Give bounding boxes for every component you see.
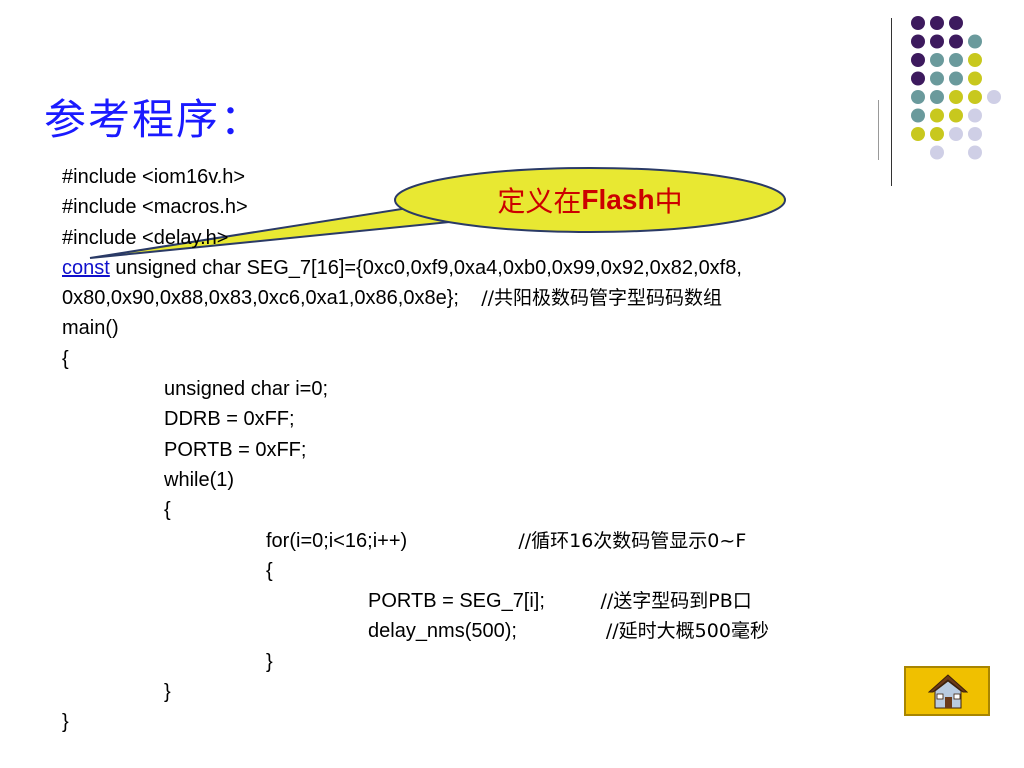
decorative-dot: [930, 127, 944, 141]
code-line: main(): [62, 317, 119, 340]
divider-line: [891, 18, 892, 186]
decorative-dot: [930, 34, 944, 49]
code-line: delay_nms(500); //延时大概500毫秒: [368, 620, 769, 643]
decorative-dot: [911, 108, 925, 123]
code-line: }: [164, 681, 171, 704]
decorative-dot: [930, 90, 944, 104]
decorative-dot: [911, 127, 925, 141]
decorative-dot: [968, 53, 982, 67]
decorative-dot: [949, 34, 963, 49]
decorative-dot-grid: [911, 16, 1001, 160]
code-listing: #include <iom16v.h> #include <macros.h> …: [62, 162, 982, 738]
decorative-dot: [911, 90, 925, 104]
code-line: while(1): [164, 468, 235, 491]
decorative-dot: [930, 16, 944, 30]
code-line: }: [266, 650, 273, 673]
code-line: }: [62, 711, 69, 734]
decorative-dot: [968, 34, 982, 49]
home-icon: [928, 674, 968, 709]
decorative-dot: [968, 108, 982, 123]
code-line: #include <iom16v.h>: [62, 166, 246, 188]
code-line: DDRB = 0xFF;: [164, 408, 295, 431]
decorative-dot: [930, 71, 944, 86]
decorative-dot: [911, 71, 925, 86]
decorative-dot: [930, 108, 944, 123]
decorative-dot: [911, 53, 925, 67]
decorative-dot: [949, 90, 963, 104]
slide-title: 参考程序：: [44, 95, 265, 144]
const-keyword-link[interactable]: const: [62, 256, 110, 279]
code-line: const unsigned char SEG_7[16]={0xc0,0xf9…: [62, 256, 742, 279]
decorative-dot: [987, 90, 1001, 104]
decorative-dot: [930, 145, 944, 160]
decorative-dot: [911, 34, 925, 49]
decorative-dot: [968, 127, 982, 141]
callout-bubble: [89, 167, 786, 259]
code-line: 0x80,0x90,0x88,0x83,0xc6,0xa1,0x86,0x8e}…: [62, 287, 723, 310]
decorative-dot: [949, 16, 963, 30]
code-line: for(i=0;i<16;i++) //循环16次数码管显示0~F: [266, 529, 747, 552]
decorative-dot: [949, 108, 963, 123]
decorative-dot: [968, 90, 982, 104]
decorative-dot: [949, 127, 963, 141]
decorative-dot: [949, 71, 963, 86]
code-line: #include <delay.h>: [62, 226, 229, 249]
decorative-dot: [911, 16, 925, 30]
code-line: PORTB = SEG_7[i]; //送字型码到PB口: [368, 590, 752, 613]
callout-ellipse: [394, 167, 786, 233]
decorative-dot: [930, 53, 944, 67]
home-button[interactable]: [904, 666, 990, 716]
divider-line-short: [878, 100, 879, 160]
code-line: #include <macros.h>: [62, 196, 248, 219]
decorative-dot: [949, 53, 963, 67]
code-line: {: [62, 347, 69, 370]
code-line: unsigned char i=0;: [164, 378, 329, 401]
code-line: PORTB = 0xFF;: [164, 438, 307, 461]
decorative-dot: [968, 145, 982, 160]
code-line: {: [164, 499, 171, 522]
decorative-dot: [968, 71, 982, 86]
code-line: {: [266, 559, 273, 582]
